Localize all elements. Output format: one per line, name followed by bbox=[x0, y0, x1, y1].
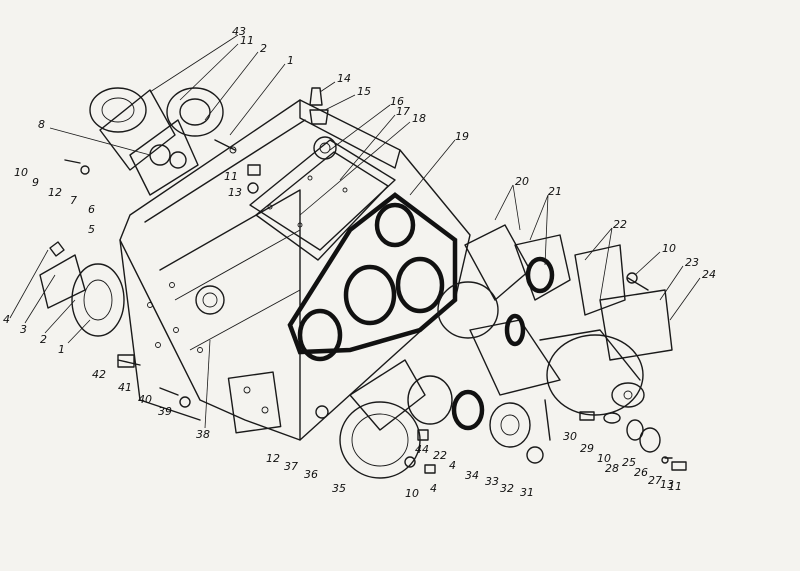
callout-29: 29 bbox=[580, 442, 594, 455]
callout-25: 25 bbox=[622, 456, 636, 469]
callout-labels: 4311211415161718198109127651113202122102… bbox=[3, 25, 716, 500]
callout-27: 27 bbox=[648, 474, 662, 487]
callout-40: 40 bbox=[138, 393, 152, 406]
callout-16: 16 bbox=[390, 95, 404, 108]
callout-34: 34 bbox=[465, 469, 479, 482]
callout-2: 2 bbox=[40, 333, 47, 346]
callout-41: 41 bbox=[118, 381, 132, 394]
callout-24: 24 bbox=[702, 268, 716, 281]
callout-4: 4 bbox=[430, 482, 437, 495]
callout-11: 11 bbox=[668, 480, 682, 493]
callout-13: 13 bbox=[228, 186, 242, 199]
callout-13: 13 bbox=[660, 478, 674, 491]
callout-10: 10 bbox=[597, 452, 611, 465]
callout-10: 10 bbox=[14, 166, 28, 179]
callout-23: 23 bbox=[685, 256, 699, 269]
callout-26: 26 bbox=[634, 466, 648, 479]
callout-11: 11 bbox=[240, 34, 254, 47]
callout-14: 14 bbox=[337, 72, 351, 85]
front-gasket bbox=[287, 192, 458, 362]
callout-5: 5 bbox=[88, 223, 95, 236]
callout-8: 8 bbox=[38, 118, 45, 131]
callout-22: 22 bbox=[433, 449, 447, 462]
callout-19: 19 bbox=[455, 130, 469, 143]
callout-39: 39 bbox=[158, 405, 172, 418]
callout-21: 21 bbox=[548, 185, 562, 198]
callout-22: 22 bbox=[613, 218, 627, 231]
callout-44: 44 bbox=[415, 443, 429, 456]
callout-4: 4 bbox=[449, 459, 456, 472]
callout-31: 31 bbox=[520, 486, 534, 499]
gearbox-housing bbox=[119, 99, 471, 441]
callout-15: 15 bbox=[357, 85, 371, 98]
callout-2: 2 bbox=[260, 42, 267, 55]
callout-10: 10 bbox=[662, 242, 676, 255]
callout-17: 17 bbox=[396, 105, 410, 118]
leader-lines bbox=[9, 34, 701, 429]
callout-7: 7 bbox=[70, 194, 77, 207]
callout-12: 12 bbox=[48, 186, 62, 199]
callout-35: 35 bbox=[332, 482, 346, 495]
lower-drive-parts bbox=[315, 359, 687, 479]
callout-37: 37 bbox=[284, 460, 298, 473]
callout-10: 10 bbox=[405, 487, 419, 500]
callout-33: 33 bbox=[485, 475, 499, 488]
callout-43: 43 bbox=[232, 25, 246, 38]
callout-36: 36 bbox=[304, 468, 318, 481]
callout-38: 38 bbox=[196, 428, 210, 441]
callout-42: 42 bbox=[92, 368, 106, 381]
callout-6: 6 bbox=[88, 203, 95, 216]
left-rear-covers bbox=[39, 87, 237, 408]
callout-9: 9 bbox=[32, 176, 39, 189]
callout-30: 30 bbox=[563, 430, 577, 443]
callout-12: 12 bbox=[266, 452, 280, 465]
callout-4: 4 bbox=[3, 313, 10, 326]
callout-3: 3 bbox=[20, 323, 27, 336]
callout-18: 18 bbox=[412, 112, 426, 125]
right-bearing-caps bbox=[437, 224, 673, 416]
callout-28: 28 bbox=[605, 462, 619, 475]
callout-1: 1 bbox=[287, 54, 294, 67]
callout-32: 32 bbox=[500, 482, 514, 495]
small-fittings bbox=[247, 87, 329, 194]
callout-11: 11 bbox=[224, 170, 238, 183]
callout-20: 20 bbox=[515, 175, 529, 188]
callout-1: 1 bbox=[58, 343, 65, 356]
